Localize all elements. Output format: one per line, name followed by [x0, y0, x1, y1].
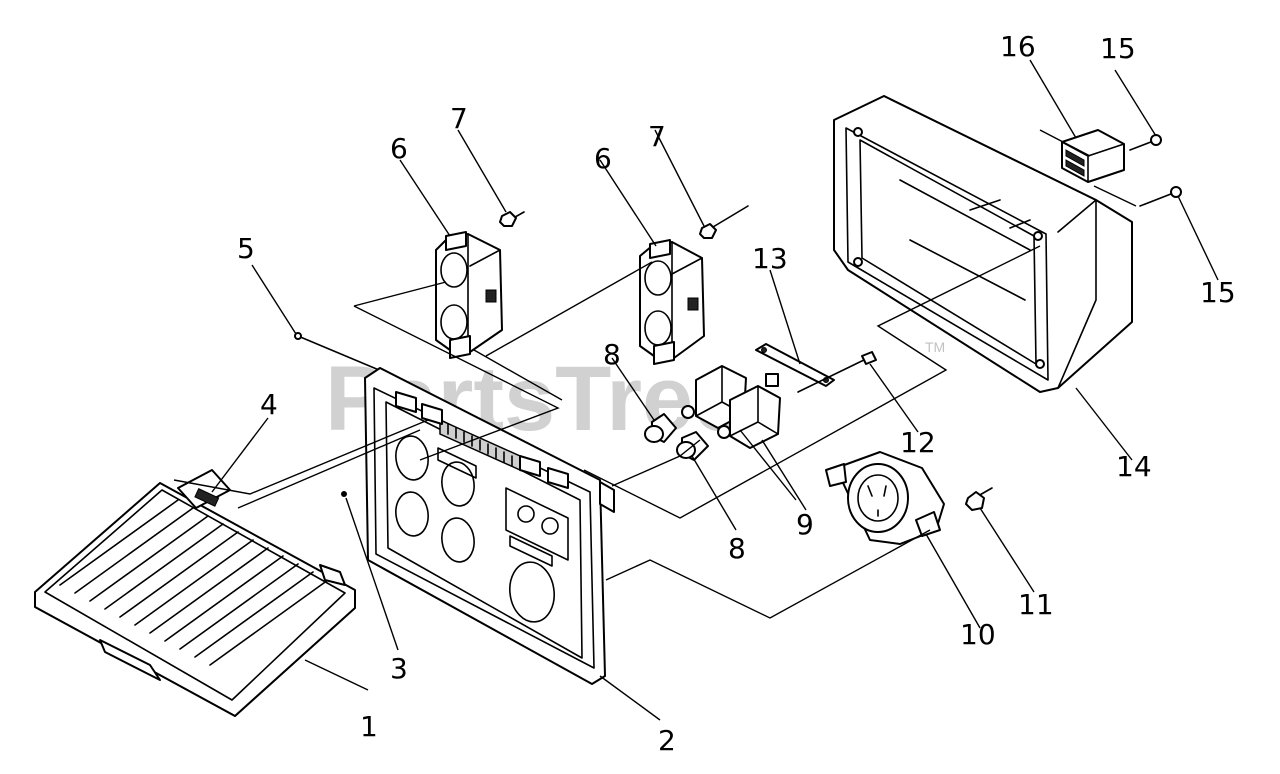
- callout-labels: 1 2 3 4 5 6 7 6 7 8 8 9 10 11 12 13 14 1…: [237, 30, 1236, 757]
- leader-lines: [173, 59, 1219, 721]
- part-7-nut-left: [499, 211, 525, 227]
- callout-9: 9: [796, 508, 814, 541]
- part-15-screw-lower: [1139, 186, 1182, 207]
- callout-8-upper: 8: [603, 338, 621, 371]
- part-3-screw: [341, 491, 347, 497]
- callout-1: 1: [360, 710, 378, 743]
- part-6-receptacle-middle: [639, 239, 705, 365]
- callout-14: 14: [1116, 450, 1152, 483]
- part-1-cover: [34, 482, 356, 717]
- part-14-housing: [833, 95, 1133, 393]
- part-9-breakers: [681, 365, 781, 449]
- callout-5: 5: [237, 232, 255, 265]
- part-7-nut-middle: [699, 205, 749, 239]
- callout-8-lower: 8: [728, 532, 746, 565]
- callout-10: 10: [960, 618, 996, 651]
- part-2-control-panel: [364, 367, 615, 685]
- callout-7-middle: 7: [648, 120, 666, 153]
- callout-3: 3: [390, 652, 408, 685]
- callout-7-left: 7: [450, 102, 468, 135]
- part-11-nut: [965, 487, 993, 511]
- callout-12: 12: [900, 426, 936, 459]
- watermark-tm: TM: [925, 339, 945, 355]
- part-10-twistlock-receptacle: [825, 451, 945, 545]
- part-13-bus-bar: [755, 343, 835, 387]
- part-16-fuse-block: [1061, 129, 1125, 183]
- callout-15-upper: 15: [1100, 32, 1136, 65]
- callout-13: 13: [752, 242, 788, 275]
- callout-11: 11: [1018, 588, 1054, 621]
- part-8-lamp-lower: [676, 431, 709, 461]
- callout-2: 2: [658, 724, 676, 757]
- part-6-receptacle-left: [435, 231, 503, 359]
- callout-15-lower: 15: [1200, 276, 1236, 309]
- part-8-lamp-upper: [644, 413, 677, 443]
- callout-16: 16: [1000, 30, 1036, 63]
- callout-4: 4: [260, 388, 278, 421]
- callout-6-middle: 6: [594, 142, 612, 175]
- part-12-screw: [797, 351, 877, 393]
- callout-6-left: 6: [390, 132, 408, 165]
- part-15-screw-upper: [1129, 134, 1162, 151]
